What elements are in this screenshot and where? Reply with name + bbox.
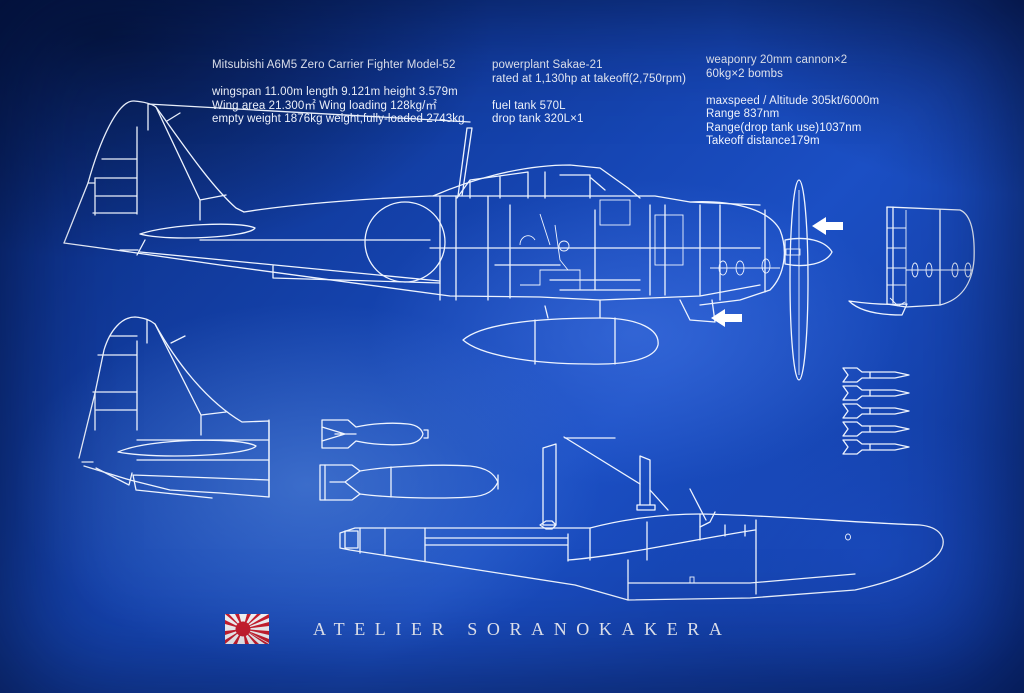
spec-weight: empty weight 1876kg weight,fully-loaded …	[212, 113, 465, 125]
spec-takeoff: Takeoff distance179m	[706, 135, 820, 147]
spec-column-performance: weaponry 20mm cannon×2 60kg×2 bombs maxs…	[706, 54, 879, 149]
intake-arrow-upper	[812, 217, 843, 235]
spec-fuel-tank: fuel tank 570L	[492, 99, 566, 112]
spec-column-engine: powerplant Sakae-21 rated at 1,130hp at …	[492, 59, 686, 127]
spec-range: Range 837nm	[706, 108, 780, 120]
spec-range-drop-tank: Range(drop tank use)1037nm	[706, 121, 862, 134]
spec-drop-tank: drop tank 320L×1	[492, 113, 584, 125]
propeller	[789, 179, 809, 381]
brand-name: ATELIER SORANOKAKERA	[313, 619, 732, 639]
side-view-cutaway	[63, 100, 833, 365]
tail-detail	[78, 316, 270, 499]
intake-arrow-lower	[711, 309, 742, 327]
spec-column-general: Mitsubishi A6M5 Zero Carrier Fighter Mod…	[212, 59, 465, 127]
top-view-fuselage	[339, 436, 944, 601]
spec-powerplant: powerplant Sakae-21	[492, 59, 603, 71]
spec-rating: rated at 1,130hp at takeoff(2,750rpm)	[492, 72, 686, 85]
spec-weaponry: weaponry 20mm cannon×2	[706, 54, 848, 66]
front-view-cowling	[848, 206, 975, 316]
cannon-shells	[842, 367, 910, 455]
rising-sun-flag-icon	[225, 614, 269, 644]
spec-wing: Wing area 21.300㎡ Wing loading 128kg/㎡	[212, 99, 437, 112]
bomb-large	[319, 464, 499, 501]
spec-dimensions: wingspan 11.00m length 9.121m height 3.5…	[212, 86, 458, 98]
aircraft-title: Mitsubishi A6M5 Zero Carrier Fighter Mod…	[212, 59, 456, 71]
spec-maxspeed: maxspeed / Altitude 305kt/6000m	[706, 94, 880, 107]
spec-bombs: 60kg×2 bombs	[706, 67, 783, 80]
bomb-small	[321, 419, 429, 449]
